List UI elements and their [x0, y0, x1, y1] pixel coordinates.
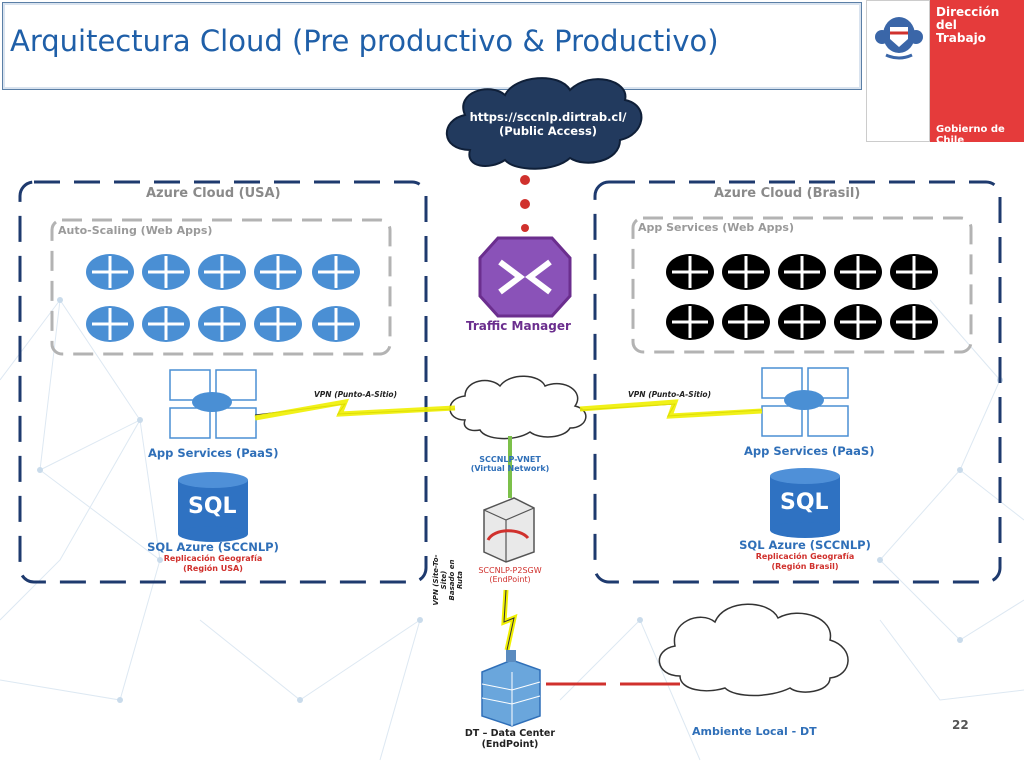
- replication-label-brasil: Replicación Geografía: [755, 552, 855, 561]
- azure-brasil-region-border: [593, 180, 1002, 584]
- sql-label-brasil: SQL Azure (SCCNLP): [739, 538, 871, 552]
- public-access-note: (Public Access): [498, 124, 598, 138]
- traffic-manager-icon: [478, 236, 572, 318]
- datacenter-building-icon: [481, 650, 541, 727]
- sql-label-usa: SQL Azure (SCCNLP): [147, 540, 279, 554]
- region-title-usa: Azure Cloud (USA): [146, 186, 281, 201]
- brasil-web-app-icons: [664, 252, 940, 342]
- app-services-label-brasil: App Services (PaaS): [744, 444, 875, 458]
- datacenter-name: DT – Data Center: [464, 728, 556, 739]
- vpn-label-usa: VPN (Punto-A-Sitio): [314, 390, 398, 399]
- gateway-type: (EndPoint): [489, 575, 531, 584]
- datacenter-type: (EndPoint): [481, 739, 539, 750]
- usa-web-app-icons: [84, 252, 362, 344]
- title-box: [2, 2, 862, 90]
- usa-web-apps-group: [50, 218, 392, 356]
- logo-gov-label: Gobierno de Chile: [936, 124, 1005, 146]
- chile-coat-of-arms-icon: [875, 17, 923, 60]
- local-environment-label: Ambiente Local - DT: [692, 725, 817, 738]
- sql-badge-usa: SQL: [188, 494, 237, 519]
- vpn-site-label: VPN (Site-To-Site) Basado en Ruta: [432, 550, 464, 610]
- brasil-web-apps-group: [631, 216, 973, 354]
- public-access-cloud-icon: [445, 77, 643, 170]
- vpn-site-type: VPN (Site-To-Site): [432, 554, 448, 606]
- page-number: 22: [952, 718, 969, 732]
- traffic-manager-label: Traffic Manager: [466, 319, 571, 333]
- vpn-site-note: Basado en Ruta: [448, 559, 464, 601]
- gateway-name: SCCNLP-P2SGW: [478, 566, 542, 575]
- usa-sql-database-icon: [178, 472, 248, 542]
- public-link-dots: [520, 175, 530, 232]
- azure-usa-region-border: [18, 180, 428, 584]
- page-title: Arquitectura Cloud (Pre productivo & Pro…: [10, 24, 719, 58]
- vpn-site-link: [501, 589, 518, 651]
- brasil-app-services-icon: [761, 367, 849, 437]
- direccion-del-trabajo-logo: Dirección del Trabajo Gobierno de Chile: [866, 0, 1024, 146]
- gateway-server-icon: [483, 497, 535, 563]
- brasil-sql-database-icon: [770, 468, 840, 538]
- vpn-link-usa: [254, 398, 456, 421]
- datacenter-label: DT – Data Center (EndPoint): [440, 728, 580, 750]
- public-access-url: https://sccnlp.dirtrab.cl/: [469, 110, 627, 124]
- logo-line-1: Dirección del: [936, 5, 1000, 32]
- vpn-label-brasil: VPN (Punto-A-Sitio): [628, 390, 712, 399]
- public-access-label: https://sccnlp.dirtrab.cl/ (Public Acces…: [458, 110, 638, 138]
- sql-badge-brasil: SQL: [780, 490, 829, 515]
- replication-label-usa: Replicación Geografía: [163, 554, 263, 563]
- gateway-label: SCCNLP-P2SGW (EndPoint): [450, 566, 570, 584]
- group-label-brasil: App Services (Web Apps): [638, 221, 794, 234]
- region-label-brasil: (Región Brasil): [771, 562, 839, 571]
- logo-title: Dirección del Trabajo: [936, 6, 1024, 45]
- vnet-name: SCCNLP-VNET: [479, 455, 541, 464]
- usa-app-services-icon: [169, 369, 257, 439]
- coat-of-arms: [866, 0, 930, 142]
- vnet-type: (Virtual Network): [470, 464, 550, 473]
- local-environment-cloud-icon: [658, 603, 849, 697]
- vnet-label: SCCNLP-VNET (Virtual Network): [450, 455, 570, 473]
- region-label-usa: (Región USA): [183, 564, 243, 573]
- logo-line-2: Trabajo: [936, 31, 986, 45]
- app-services-label-usa: App Services (PaaS): [148, 446, 279, 460]
- logo-red-block: [930, 0, 1024, 142]
- vnet-cloud-icon: [449, 375, 587, 440]
- group-label-usa: Auto-Scaling (Web Apps): [58, 224, 213, 237]
- vpn-link-brasil: [579, 399, 763, 419]
- region-title-brasil: Azure Cloud (Brasil): [714, 186, 861, 201]
